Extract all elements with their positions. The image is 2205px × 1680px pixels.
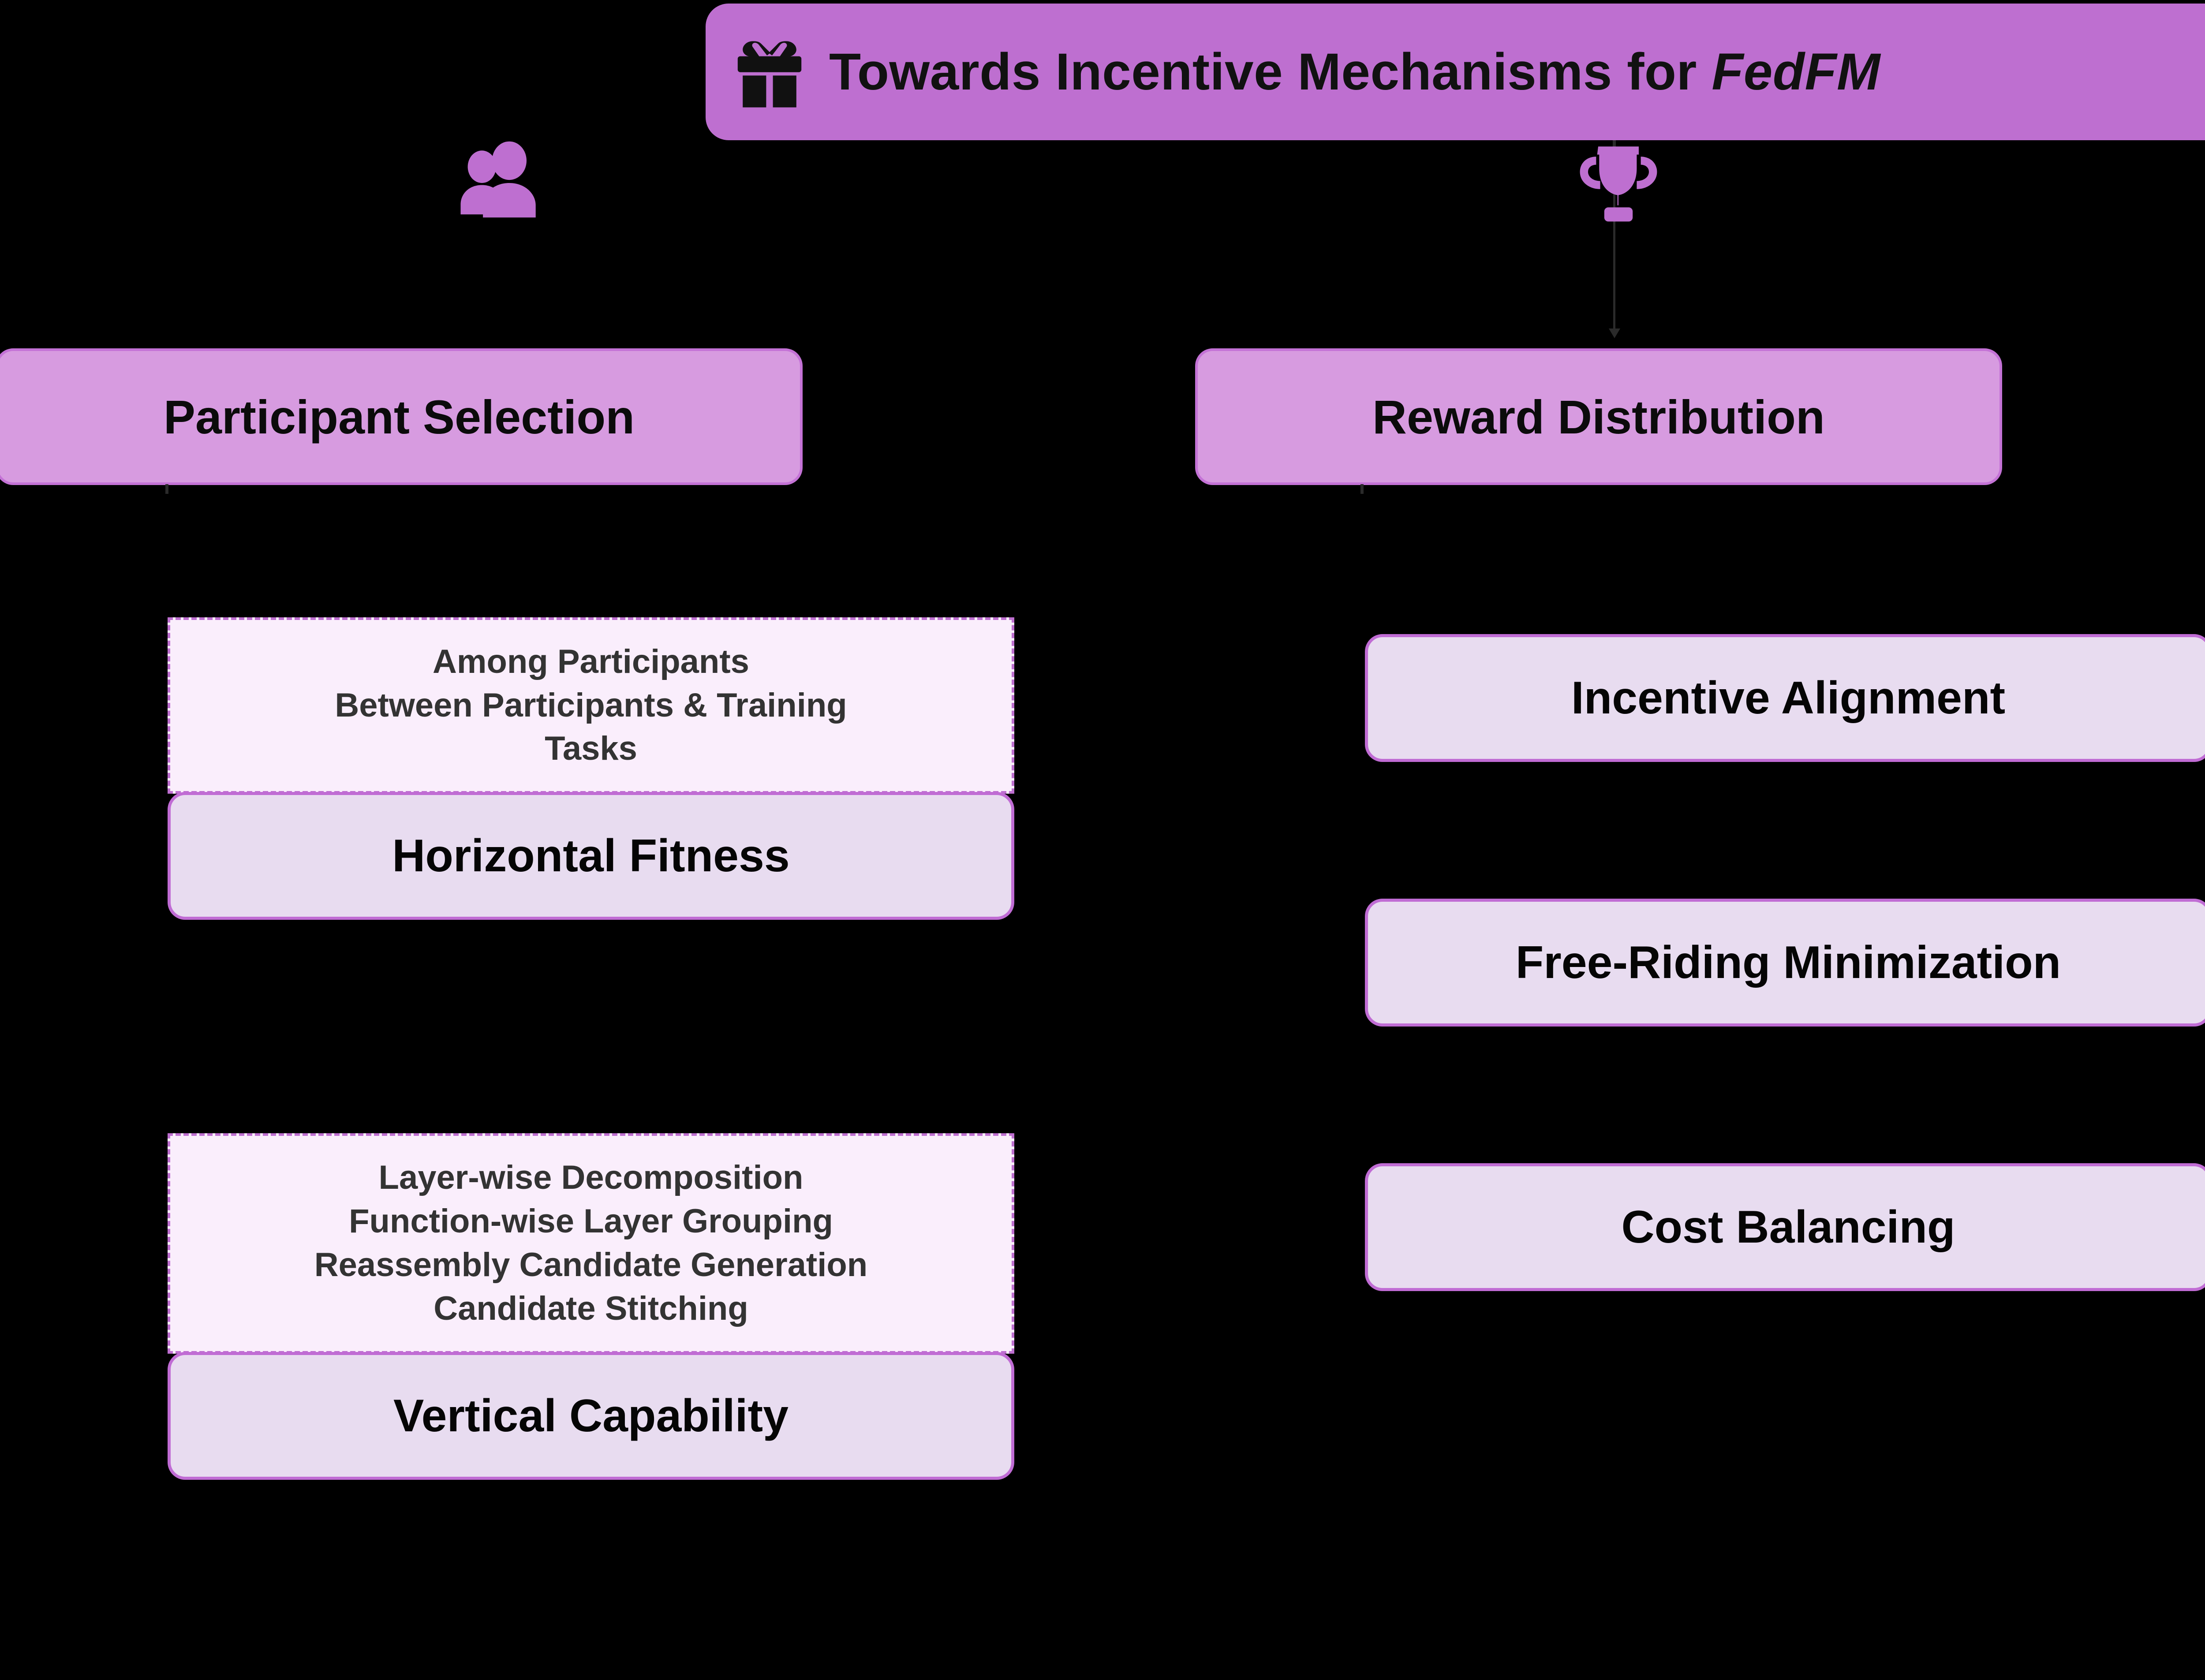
column-header-reward-distribution[interactable]: Reward Distribution xyxy=(1195,348,2002,485)
solo-box-label: Free-Riding Minimization xyxy=(1515,937,2061,988)
title-text-emphasis: FedFM xyxy=(1712,43,1880,101)
page-title: Towards Incentive Mechanisms for FedFM xyxy=(829,42,1880,102)
connector-arrow-col2 xyxy=(1609,329,1620,338)
group-label-text: Horizontal Fitness xyxy=(392,830,790,881)
solo-box-cost-balancing[interactable]: Cost Balancing xyxy=(1365,1163,2205,1291)
title-text-main: Towards Incentive Mechanisms for xyxy=(829,43,1712,101)
connector-stub-under-col2-header xyxy=(1360,484,1364,494)
solo-box-free-riding-minimization[interactable]: Free-Riding Minimization xyxy=(1365,899,2205,1027)
group-horizontal-fitness: Among Participants Between Participants … xyxy=(168,617,1014,920)
connector-title-col2 xyxy=(1613,140,1615,334)
gift-icon xyxy=(728,28,811,116)
diagram-title-bar: Towards Incentive Mechanisms for FedFM xyxy=(706,4,2205,140)
group-vertical-capability: Layer-wise Decomposition Function-wise L… xyxy=(168,1133,1014,1480)
column-header-participant-selection[interactable]: Participant Selection xyxy=(0,348,803,485)
solo-box-incentive-alignment[interactable]: Incentive Alignment xyxy=(1365,634,2205,762)
column-header-label: Participant Selection xyxy=(163,390,635,444)
group-item-line: Function-wise Layer Grouping xyxy=(349,1202,833,1240)
solo-box-label: Cost Balancing xyxy=(1621,1201,1955,1253)
group-item-line: Between Participants & Training xyxy=(335,686,847,724)
group-label-box[interactable]: Horizontal Fitness xyxy=(168,792,1014,920)
group-items-panel: Among Participants Between Participants … xyxy=(168,617,1014,794)
group-item-line: Reassembly Candidate Generation xyxy=(314,1246,868,1284)
solo-box-label: Incentive Alignment xyxy=(1571,672,2006,724)
group-item-line: Layer-wise Decomposition xyxy=(378,1159,804,1197)
group-item-line: Tasks xyxy=(545,730,637,768)
column-header-label: Reward Distribution xyxy=(1372,390,1825,444)
group-label-text: Vertical Capability xyxy=(393,1390,789,1441)
group-label-box[interactable]: Vertical Capability xyxy=(168,1352,1014,1480)
group-items-panel: Layer-wise Decomposition Function-wise L… xyxy=(168,1133,1014,1354)
trophy-icon xyxy=(1568,132,1669,234)
group-item-line: Candidate Stitching xyxy=(434,1289,748,1327)
group-item-line: Among Participants xyxy=(433,642,749,680)
people-icon xyxy=(445,132,547,234)
connector-stub-under-col1-header xyxy=(165,484,168,494)
